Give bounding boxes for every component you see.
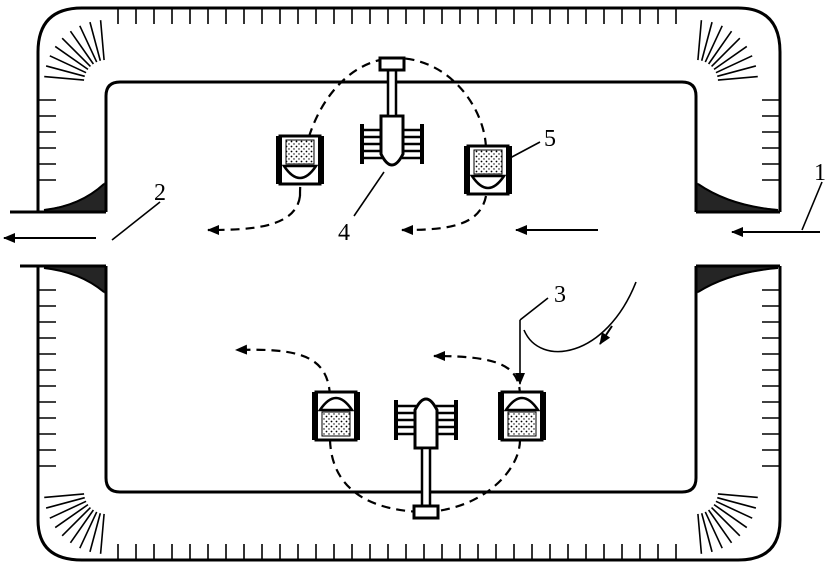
center-unit [394, 397, 458, 520]
tank-wall [36, 6, 782, 562]
hatch-line [713, 45, 748, 71]
lower-left-feed [235, 344, 332, 397]
center-unit [360, 56, 424, 167]
channel-walls [10, 183, 780, 293]
hatch-line [69, 30, 95, 65]
hatch-line [45, 496, 85, 509]
leader-2 [111, 201, 161, 241]
leader-5 [509, 141, 541, 159]
hatch-line [44, 75, 85, 81]
hatch-line [49, 500, 87, 519]
hatch-line [61, 37, 92, 68]
leader-1 [801, 181, 823, 231]
channel-fill [697, 182, 779, 211]
hatch-line [99, 20, 105, 61]
hatch-line [89, 513, 102, 553]
hatch-line [717, 65, 757, 78]
hatch-line [89, 21, 102, 61]
hatch-line [69, 509, 95, 544]
inner-wall-outline-lower [104, 266, 698, 494]
flow-arrows [3, 225, 820, 353]
hatch-line [704, 25, 723, 63]
upper-left-return [207, 195, 302, 235]
label-side-unit: 5 [544, 126, 556, 152]
side-unit [276, 134, 324, 186]
hatch-line [45, 65, 85, 78]
label-outlet: 2 [154, 180, 166, 206]
hatch-line [710, 37, 741, 68]
hatch-line [715, 500, 753, 519]
hatch-line [713, 503, 748, 529]
hatch-line [61, 506, 92, 537]
side-unit [464, 144, 512, 196]
hatch-line [54, 503, 89, 529]
leader-3 [519, 297, 549, 321]
hatch-line [707, 30, 733, 65]
inner-wall-outline [104, 80, 698, 212]
hatch-line [717, 75, 758, 81]
leader-4 [353, 171, 385, 217]
hatch-line [710, 506, 741, 537]
hatch-line [79, 511, 98, 549]
hatch-line [717, 493, 758, 499]
hatch-line [79, 25, 98, 63]
hatch-line [700, 21, 713, 61]
hatch-line [707, 509, 733, 544]
hatch-line [697, 20, 703, 61]
side-unit [498, 390, 546, 442]
hatch-line [717, 496, 757, 509]
outer-wall-outline-lower [36, 266, 782, 562]
hatch-line [715, 55, 753, 74]
flow-curve-3 [523, 281, 637, 353]
hatch-line [49, 55, 87, 74]
equipment-units [276, 56, 546, 520]
label-inlet: 1 [814, 160, 826, 186]
wall-hatching [38, 8, 780, 560]
hatch-line [704, 511, 723, 549]
side-unit [312, 390, 360, 442]
outer-wall-outline [36, 6, 782, 212]
leader-lines [111, 141, 823, 385]
labels: 1 2 3 4 5 [154, 126, 826, 308]
hatch-line [99, 513, 105, 554]
hatch-line [697, 513, 703, 554]
flow-curve-arrow [599, 325, 613, 345]
channel-fill [43, 182, 105, 211]
upper-right-return [401, 195, 488, 235]
channel-fill [43, 267, 105, 294]
lower-right-feed [433, 351, 522, 397]
hatch-line [700, 513, 713, 553]
label-center-unit: 4 [338, 220, 350, 246]
channel-fill [697, 267, 779, 294]
hatch-line [44, 493, 85, 499]
label-flow: 3 [554, 282, 566, 308]
hatch-line [54, 45, 89, 71]
